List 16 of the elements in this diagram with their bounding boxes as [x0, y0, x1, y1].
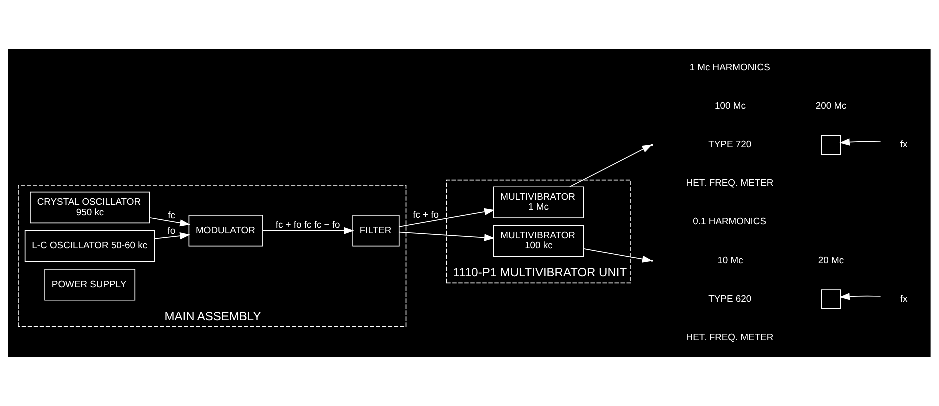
label: HET. FREQ. METER: [686, 332, 774, 343]
label: 200 Mc: [816, 100, 847, 111]
label: TYPE 620: [708, 292, 752, 304]
label: 10 Mc: [718, 254, 744, 266]
edge-label: fo: [168, 225, 176, 236]
label: 100 Mc: [715, 100, 746, 111]
edge-label: fc + fo: [413, 208, 440, 220]
label: 1 Mc HARMONICS: [690, 61, 770, 72]
node-text: fx: [900, 138, 908, 150]
edge-label: fc + fo fc fc − fo: [276, 219, 340, 230]
edge-label: fc: [168, 210, 176, 221]
label: TYPE 720: [708, 138, 752, 150]
label: 20 Mc: [818, 254, 844, 266]
label: 0.1 HARMONICS: [693, 216, 766, 227]
node-text: fx: [900, 292, 908, 304]
label: HET. FREQ. METER: [686, 177, 774, 188]
